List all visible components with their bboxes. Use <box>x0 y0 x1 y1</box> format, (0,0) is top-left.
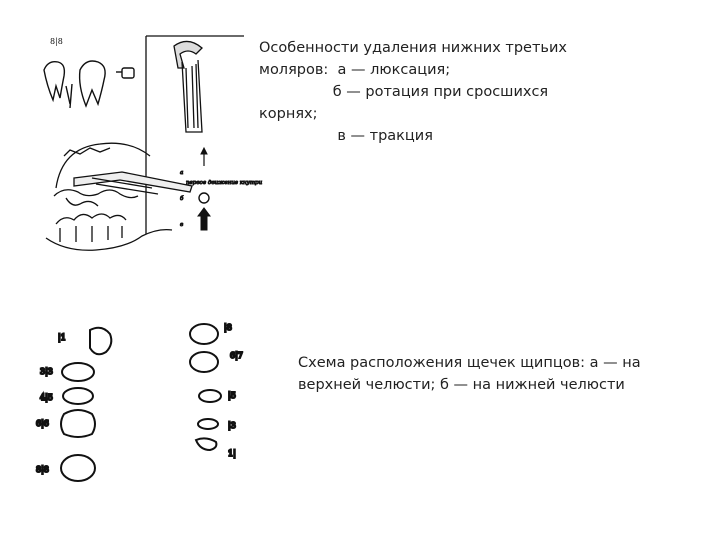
tooth-sketch-icon <box>43 60 135 109</box>
forceps-caption: Схема расположения щечек щипцов: а — на … <box>298 352 641 396</box>
forceps-positions-illustration: |1 3|3 4|5 6|6 8|8 |8 6|7 |5 |3 1| <box>35 322 244 482</box>
caption-bottom-line-1: Схема расположения щечек щипцов: а — на <box>298 355 641 371</box>
right-label-1: |8 <box>224 323 232 332</box>
right-label-3: |5 <box>228 391 236 400</box>
right-label-2: 6|7 <box>230 351 243 360</box>
forceps-icon <box>173 40 203 133</box>
caption-top-line-2: моляров: а — люксация; <box>259 62 451 78</box>
caption-bottom-line-2: верхней челюсти; б — на нижней челюсти <box>298 377 625 393</box>
caption-top-line-1: Особенности удаления нижних третьих <box>259 40 567 56</box>
right-label-4: |3 <box>228 421 236 430</box>
tooth-formula-label: 8|8 <box>50 37 63 46</box>
left-label-5: 8|8 <box>36 465 49 474</box>
direction-arrows: а первое движение кнутри б в <box>180 146 263 231</box>
right-label-5: 1| <box>228 449 236 458</box>
arrow-c-label: в <box>180 222 183 228</box>
caption-top-line-4: корнях; <box>259 106 318 122</box>
extraction-caption: Особенности удаления нижних третьих моля… <box>259 37 567 147</box>
caption-top-line-3: б — ротация при сросшихся <box>259 84 549 100</box>
caption-top-line-5: в — тракция <box>259 128 433 144</box>
arrow-a-label: а <box>180 170 183 176</box>
jaw-sketch-icon <box>45 142 193 251</box>
left-column-teeth: |1 3|3 4|5 6|6 8|8 <box>35 326 113 482</box>
left-label-2: 3|3 <box>40 367 53 376</box>
right-column-teeth: |8 6|7 |5 |3 1| <box>189 322 244 459</box>
molar-extraction-illustration: 8|8 а первое движение кнутри б <box>43 35 263 251</box>
left-label-1: |1 <box>58 333 66 342</box>
arrow-a-note: первое движение кнутри <box>186 180 263 186</box>
left-label-3: 4|5 <box>40 393 53 402</box>
figure-frame <box>145 35 244 234</box>
arrow-b-label: б <box>180 195 184 202</box>
left-label-4: 6|6 <box>36 419 49 428</box>
